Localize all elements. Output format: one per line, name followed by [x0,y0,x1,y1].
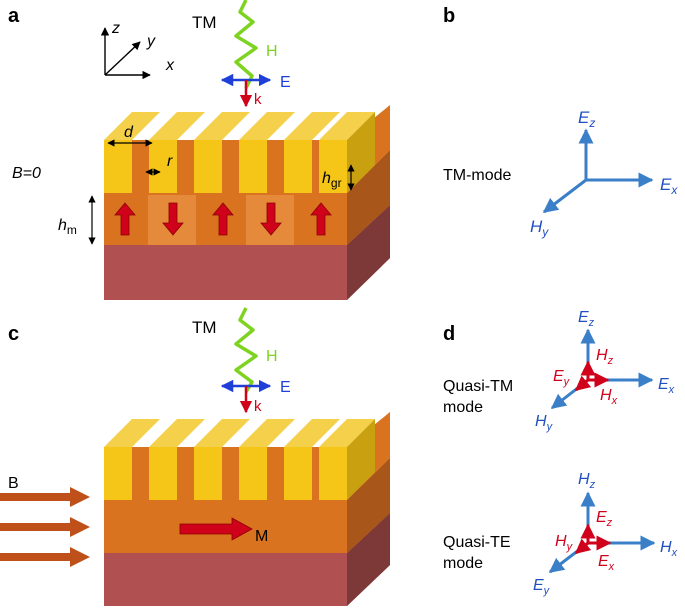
coordinate-axes: z y x [100,20,175,80]
svg-text:Hz: Hz [578,471,596,491]
panel-a: a z y x TM H E k [8,0,390,300]
svg-text:Ez: Ez [578,309,595,329]
panel-c-polarization: TM [192,318,217,337]
grating-bars-c [104,419,375,500]
panel-c: c TM H E k [0,307,390,606]
k-vector-label: k [254,91,262,108]
dim-d-label: d [124,124,134,141]
quasi-te-vectors: Hz Hx Ey Ez Hy Ex [533,471,678,597]
tm-mode-vectors: Ez Ex Hy [530,108,678,239]
h-field-wave [234,0,258,89]
axis-y-label: y [146,33,156,50]
dim-hm-label: hm [58,217,77,237]
quasi-tm-vectors: Ez Ex Hy Hz Ey Hx [535,309,675,433]
svg-text:Hx: Hx [660,539,678,559]
e-field-label-c: E [280,379,291,396]
svg-text:Ex: Ex [598,553,615,573]
mag-arrow-up-1 [114,202,136,236]
field-condition-label: B=0 [12,165,41,182]
svg-text:Hy: Hy [555,533,574,553]
vec-hy-label: Hy [530,217,549,239]
vec-ez-label: Ez [578,108,595,130]
panel-d: d Quasi-TM mode Ez Ex Hy Hz Ey Hx Quasi-… [443,309,678,597]
h-field-label-c: H [266,348,278,365]
quasi-tm-line1: Quasi-TM [443,378,513,395]
quasi-tm-line2: mode [443,399,483,416]
dimensions-a: d r hgr hm [58,124,355,245]
panel-b: b TM-mode Ez Ex Hy [443,5,678,239]
svg-text:Ey: Ey [533,577,551,597]
panel-d-label: d [443,323,455,345]
vec-ex-label: Ex [660,175,678,197]
mag-arrow-up-5 [310,202,332,236]
structure-a [104,105,390,300]
quasi-te-line2: mode [443,555,483,572]
axis-z-label: z [111,20,120,37]
external-field-label: B [8,475,19,492]
svg-text:Ex: Ex [658,376,675,396]
svg-text:Hx: Hx [600,387,618,407]
k-vector-label-c: k [254,398,262,415]
incident-wave-a: H E k [220,0,291,108]
dim-hgr-label: hgr [322,170,342,190]
panel-a-polarization: TM [192,13,217,32]
svg-text:Hz: Hz [596,347,614,367]
svg-text:Ez: Ez [596,509,613,529]
dim-r-label: r [167,153,173,170]
panel-b-label: b [443,5,455,27]
e-field-label: E [280,74,291,91]
incident-wave-c: H E k [220,307,291,415]
external-field-arrows: B [0,475,90,567]
quasi-te-line1: Quasi-TE [443,534,511,551]
magnetization-arrow-m [179,517,253,541]
mag-arrow-up-3 [212,202,234,236]
svg-text:Hy: Hy [535,413,554,433]
magnetization-label: M [255,528,268,545]
tm-mode-label: TM-mode [443,167,512,184]
grating-bars-a [104,112,375,193]
panel-c-label: c [8,323,19,345]
axis-x-label: x [165,57,175,74]
mag-arrow-down-4 [260,202,282,236]
h-field-label: H [266,43,278,60]
structure-c: M [104,412,390,606]
magnetization-arrows-a [114,202,332,236]
panel-a-label: a [8,5,20,27]
svg-text:Ey: Ey [553,368,571,388]
mag-arrow-down-2 [162,202,184,236]
